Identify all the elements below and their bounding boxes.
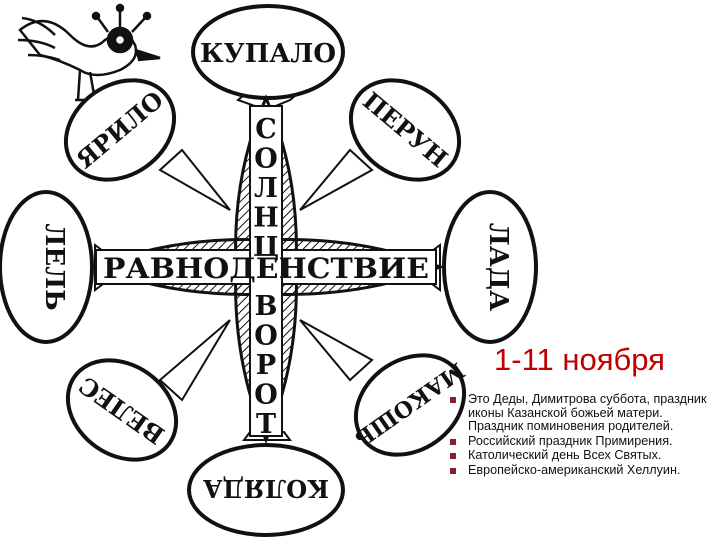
vertical-letter: О: [254, 321, 278, 352]
label-kupalo: КУПАЛО: [200, 39, 336, 69]
vertical-letter: О: [254, 144, 278, 175]
bullet-icon: [450, 438, 456, 445]
bullet-icon: [450, 397, 456, 403]
label-kolyada: КОЛЯДА: [203, 474, 329, 503]
equinox-label: РАВНОДЕНСТВИЕ: [103, 252, 429, 285]
vertical-letter: Р: [256, 350, 276, 381]
vertical-letter: Л: [254, 173, 278, 204]
vertical-letter: В: [255, 291, 278, 322]
label-lel: ЛЕЛЬ: [39, 223, 69, 310]
list-item: Это Деды, Димитрова суббота, праздник ик…: [450, 392, 715, 434]
note-text: Европейско-американский Хеллуин.: [468, 462, 681, 477]
petal-bottom: КОЛЯДА: [187, 431, 345, 537]
vertical-letter: О: [254, 380, 278, 411]
bullet-icon: [450, 453, 456, 459]
bird-ornament-icon: [17, 3, 161, 102]
petal-top-left: ЯРИЛО: [63, 78, 231, 211]
vertical-label-band: [249, 105, 283, 437]
label-lada: ЛАДА: [483, 223, 513, 311]
note-text: Католический день Всех Святых.: [468, 448, 662, 462]
note-text: Российский праздник Примирения.: [468, 433, 673, 448]
holiday-notes-list: Это Деды, Димитрова суббота, праздник ик…: [450, 392, 715, 478]
date-title: 1-11 ноября: [494, 342, 665, 377]
list-item: Российский праздник Примирения.: [450, 433, 715, 449]
note-text: Это Деды, Димитрова суббота, праздник ик…: [468, 392, 707, 433]
petal-left: ЛЕЛЬ: [0, 190, 116, 344]
vertical-letter: Ц: [253, 232, 279, 263]
petal-top: КУПАЛО: [191, 4, 345, 112]
petal-top-right: ПЕРУН: [299, 78, 462, 211]
bullet-icon: [450, 467, 456, 474]
list-item: Европейско-американский Хеллуин.: [450, 462, 715, 478]
vertical-letter: Н: [253, 203, 279, 234]
petal-bottom-left: ВЕЛЕС: [65, 319, 231, 462]
vertical-letter: Т: [256, 409, 276, 440]
vertical-letter: С: [255, 114, 277, 145]
list-item: Католический день Всех Святых.: [450, 448, 715, 463]
